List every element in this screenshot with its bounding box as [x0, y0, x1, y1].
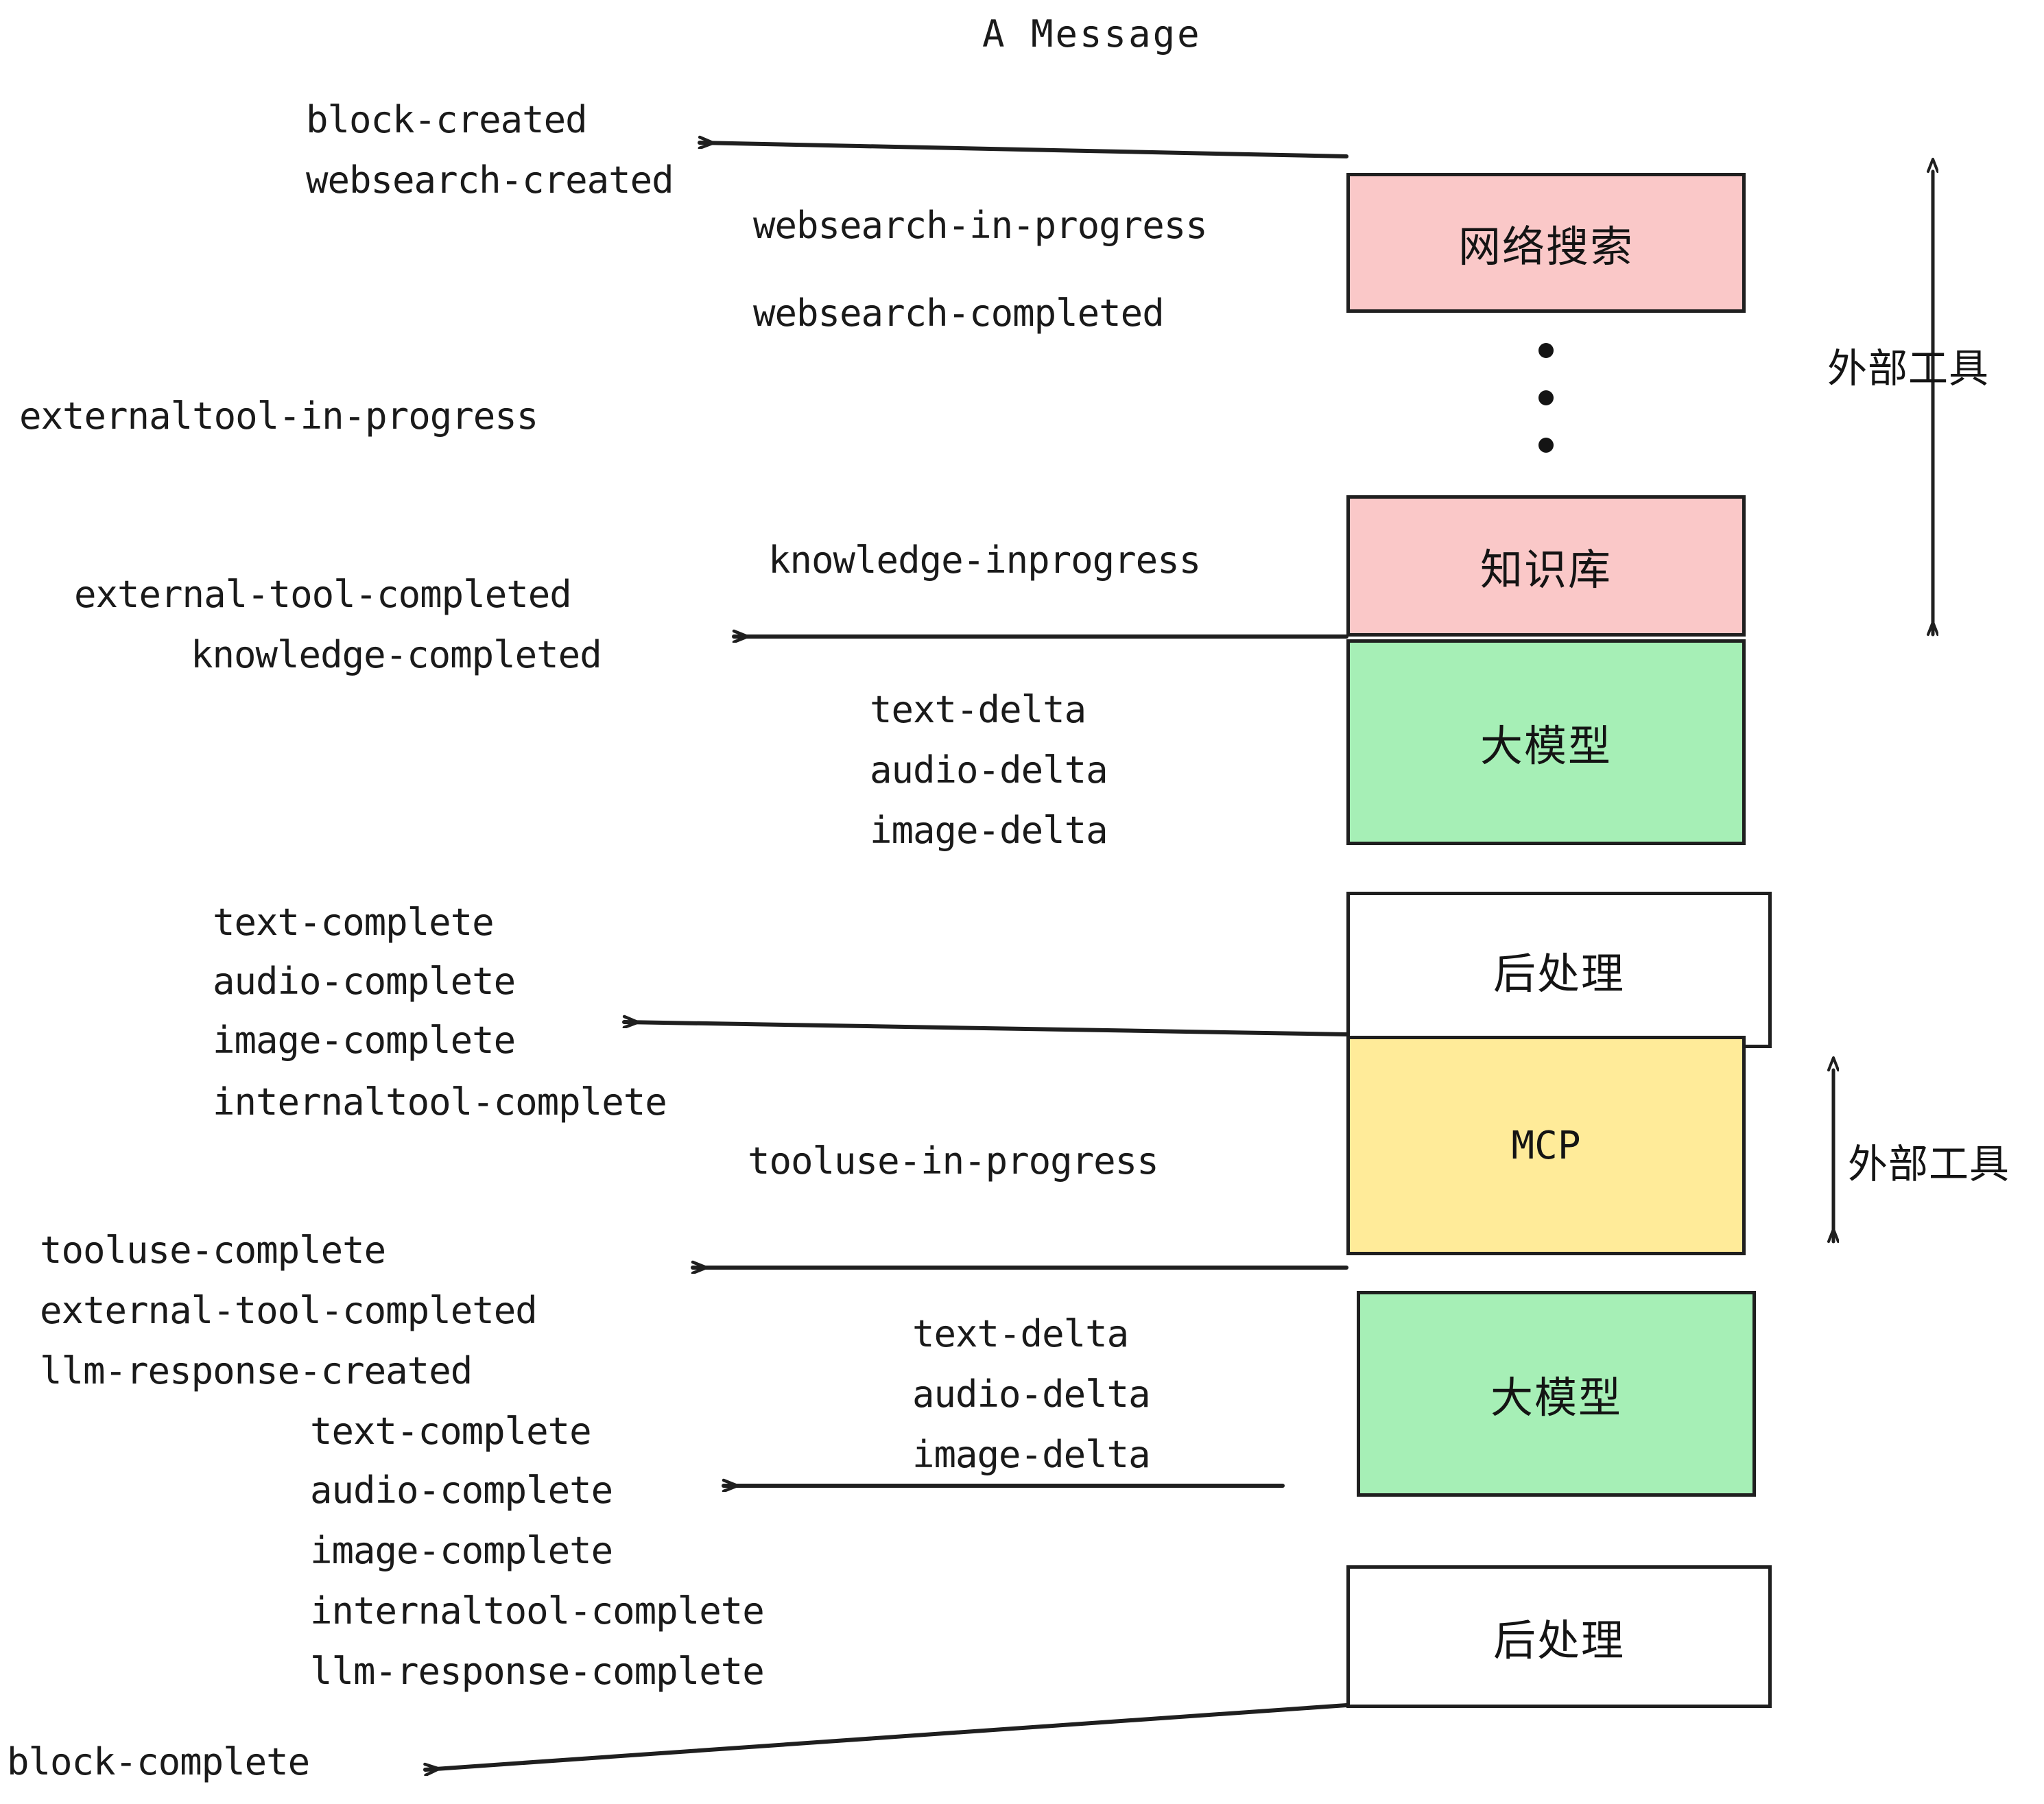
- event-text-delta-1: text-delta: [870, 688, 1086, 731]
- label-external-tools-bottom: 外部工具: [1848, 1141, 2010, 1187]
- event-audio-delta-2: audio-delta: [912, 1373, 1151, 1416]
- arrow-postprocess2-to-blockcomplete: [423, 1703, 1348, 1770]
- event-llm-response-complete: llm-response-complete: [310, 1650, 765, 1693]
- event-tooluse-in-progress: tooluse-in-progress: [748, 1139, 1159, 1183]
- node-llm-1-label: 大模型: [1479, 721, 1612, 771]
- event-internaltool-complete-1: internaltool-complete: [213, 1080, 667, 1124]
- event-text-complete-2: text-complete: [310, 1410, 592, 1453]
- dot-2: [1538, 390, 1554, 405]
- event-audio-delta-1: audio-delta: [870, 748, 1108, 792]
- event-external-tool-completed-2: external-tool-completed: [40, 1289, 538, 1332]
- node-llm-2-label: 大模型: [1490, 1373, 1622, 1423]
- event-websearch-created: websearch-created: [306, 158, 674, 202]
- event-internaltool-complete-2: internaltool-complete: [310, 1589, 765, 1633]
- ellipsis-dots: [1538, 343, 1554, 453]
- event-block-created: block-created: [306, 98, 588, 141]
- node-postprocess-1-label: 后处理: [1493, 949, 1625, 999]
- event-audio-complete-2: audio-complete: [310, 1469, 613, 1512]
- event-websearch-completed: websearch-completed: [753, 292, 1165, 335]
- node-mcp[interactable]: MCP: [1346, 1036, 1746, 1255]
- page-title: A Message: [982, 12, 1202, 56]
- event-websearch-in-progress: websearch-in-progress: [753, 204, 1208, 247]
- event-tooluse-complete: tooluse-complete: [40, 1229, 386, 1272]
- arrow-websearch-to-created: [698, 143, 1348, 158]
- event-audio-complete-1: audio-complete: [213, 960, 516, 1003]
- dot-1: [1538, 343, 1554, 358]
- event-image-delta-1: image-delta: [870, 809, 1108, 852]
- node-mcp-label: MCP: [1511, 1123, 1581, 1168]
- node-postprocess-1[interactable]: 后处理: [1346, 892, 1772, 1048]
- event-external-tool-completed-1: external-tool-completed: [74, 573, 572, 616]
- node-llm-2[interactable]: 大模型: [1357, 1291, 1756, 1497]
- event-knowledge-completed: knowledge-completed: [191, 633, 602, 676]
- node-web-search[interactable]: 网络搜索: [1346, 173, 1746, 313]
- event-image-delta-2: image-delta: [912, 1433, 1151, 1476]
- event-knowledge-inprogress: knowledge-inprogress: [768, 538, 1201, 582]
- node-postprocess-2-label: 后处理: [1493, 1615, 1625, 1665]
- event-text-delta-2: text-delta: [912, 1312, 1129, 1355]
- event-externaltool-in-progress: externaltool-in-progress: [19, 394, 538, 438]
- event-llm-response-created: llm-response-created: [40, 1349, 473, 1392]
- node-knowledge-base-label: 知识库: [1479, 545, 1612, 595]
- node-web-search-label: 网络搜索: [1458, 222, 1634, 272]
- label-external-tools-top: 外部工具: [1827, 345, 1990, 392]
- dot-3: [1538, 438, 1554, 453]
- arrow-postprocess1-to-imagecomplete: [622, 1022, 1348, 1036]
- event-text-complete-1: text-complete: [213, 901, 495, 944]
- node-knowledge-base[interactable]: 知识库: [1346, 495, 1746, 637]
- node-postprocess-2[interactable]: 后处理: [1346, 1565, 1772, 1708]
- event-image-complete-2: image-complete: [310, 1529, 613, 1572]
- event-image-complete-1: image-complete: [213, 1019, 516, 1062]
- node-llm-1[interactable]: 大模型: [1346, 639, 1746, 845]
- event-block-complete: block-complete: [7, 1740, 310, 1783]
